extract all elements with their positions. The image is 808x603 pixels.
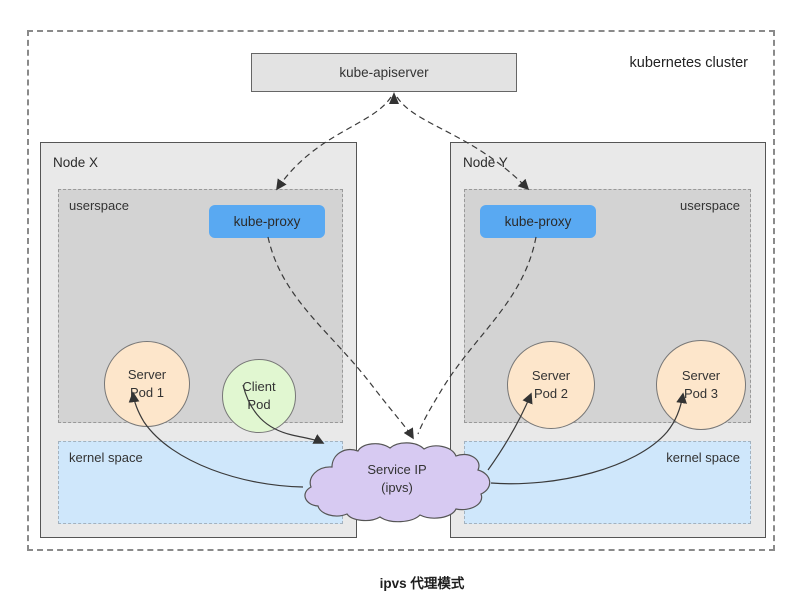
node-x-kernel-space-box: kernel space — [58, 441, 343, 524]
node-y-box: Node Y userspace Server Pod 2 Server Pod… — [450, 142, 766, 538]
node-x-box: Node X userspace Server Pod 1 Client Pod… — [40, 142, 357, 538]
node-y-kube-proxy-box: kube-proxy — [480, 205, 596, 238]
kube-apiserver-label: kube-apiserver — [339, 65, 429, 80]
node-x-kube-proxy-box: kube-proxy — [209, 205, 325, 238]
server-pod-3-line2: Pod 3 — [684, 386, 718, 401]
server-pod-1: Server Pod 1 — [104, 341, 190, 427]
diagram-caption: ipvs 代理模式 — [379, 576, 465, 591]
kube-apiserver-box: kube-apiserver — [251, 53, 517, 92]
node-x-label: Node X — [53, 155, 99, 170]
server-pod-2-line2: Pod 2 — [534, 386, 568, 401]
service-ip-line1: Service IP — [367, 462, 427, 477]
server-pod-1-line1: Server — [127, 367, 167, 382]
node-x-kernel-space-label: kernel space — [69, 450, 143, 465]
node-y-kernel-space-box: kernel space — [464, 441, 751, 524]
service-ip-line2: (ipvs) — [381, 480, 413, 495]
node-x-userspace-label: userspace — [69, 198, 129, 213]
client-pod-line1: Client — [242, 379, 276, 394]
cluster-label: kubernetes cluster — [629, 55, 748, 71]
server-pod-1-line2: Pod 1 — [130, 385, 164, 400]
service-ip-label: Service IP (ipvs) — [338, 461, 456, 497]
node-x-kube-proxy-label: kube-proxy — [233, 214, 301, 229]
client-pod: Client Pod — [222, 359, 296, 433]
server-pod-2: Server Pod 2 — [507, 341, 595, 429]
node-y-kernel-space-label: kernel space — [666, 450, 740, 465]
server-pod-2-line1: Server — [531, 368, 571, 383]
server-pod-3-line1: Server — [681, 368, 721, 383]
node-y-userspace-label: userspace — [680, 198, 740, 213]
server-pod-3: Server Pod 3 — [656, 340, 746, 430]
node-y-kube-proxy-label: kube-proxy — [504, 214, 572, 229]
client-pod-line2: Pod — [247, 397, 271, 412]
kubernetes-cluster-boundary — [27, 30, 775, 551]
node-y-label: Node Y — [463, 155, 508, 170]
